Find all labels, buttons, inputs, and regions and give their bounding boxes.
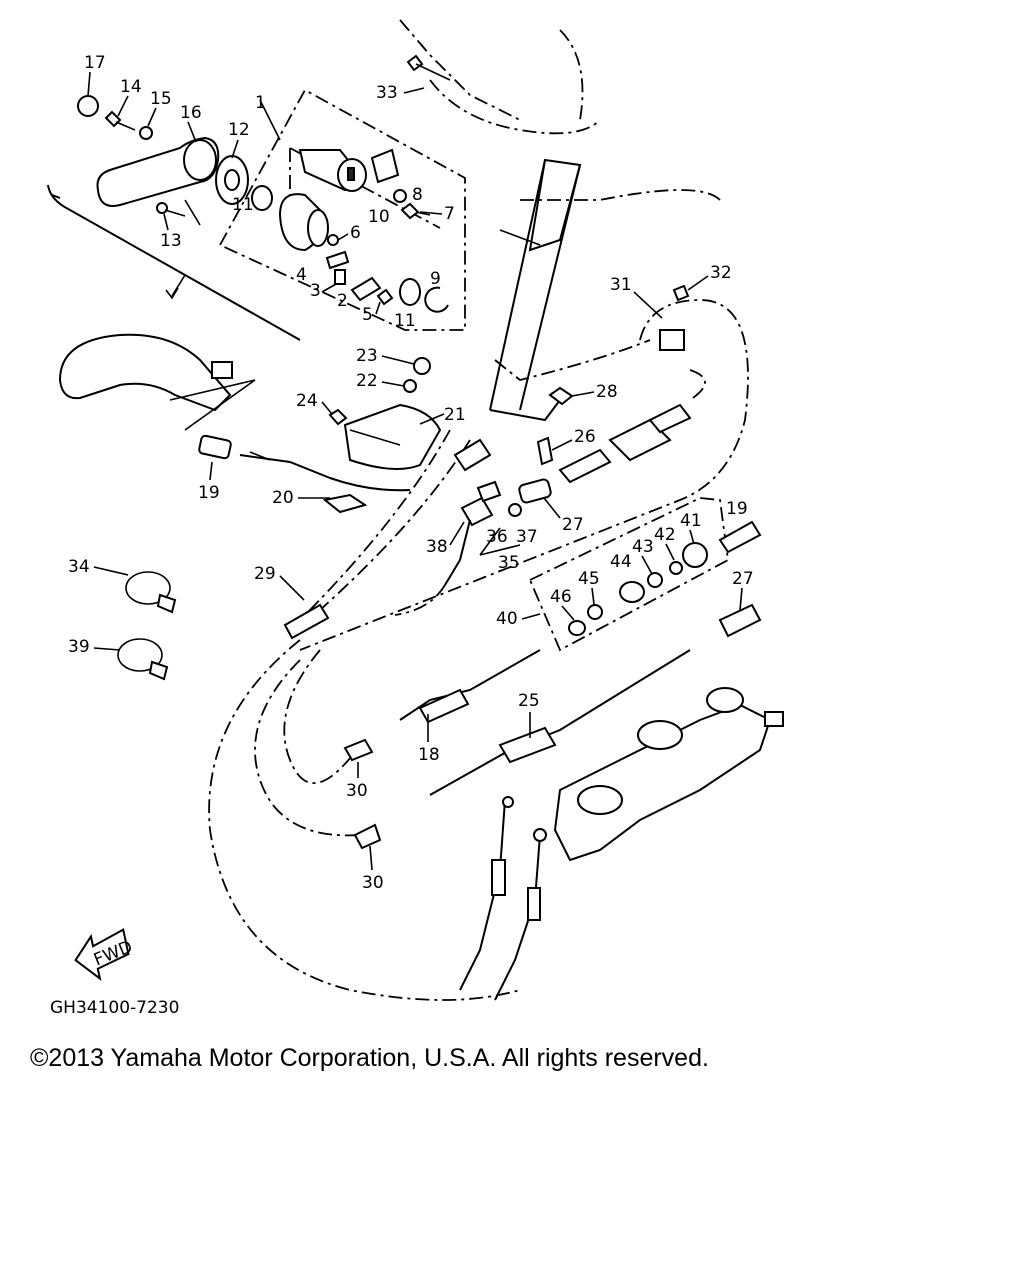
screw-32	[672, 284, 690, 302]
callout-36: 36	[486, 527, 508, 547]
handlebar-hood-outline	[47, 184, 301, 341]
callout-18: 18	[418, 745, 440, 765]
nut-28	[536, 386, 574, 466]
callout-4: 4	[296, 265, 307, 285]
cable-30-loops	[208, 639, 521, 1001]
callout-12: 12	[228, 120, 250, 140]
callout-19b: 19	[726, 499, 748, 519]
switch-housing	[278, 193, 329, 252]
clamp-34	[125, 571, 177, 614]
callout-29: 29	[254, 564, 276, 584]
callout-14: 14	[120, 77, 142, 97]
callout-44: 44	[610, 552, 632, 572]
fwd-arrow-icon	[74, 928, 130, 981]
callout-37: 37	[516, 527, 538, 547]
cap-27	[518, 478, 552, 504]
washer-part	[139, 126, 153, 140]
callout-24: 24	[296, 391, 318, 411]
bolt-33	[406, 54, 451, 81]
fwd-label: FWD	[91, 937, 135, 970]
cable-29	[283, 429, 492, 640]
callout-26: 26	[574, 427, 596, 447]
callout-33: 33	[376, 83, 398, 103]
callout-8: 8	[412, 185, 423, 205]
callout-39: 39	[68, 637, 90, 657]
callout-10: 10	[368, 207, 390, 227]
clip-part	[322, 493, 368, 514]
callout-30a: 30	[346, 781, 368, 801]
throttle-body	[553, 687, 784, 862]
cap-part	[77, 95, 99, 117]
parts-diagram: FWD GH34100-7230 17 14 15 16 1 12 11 13 …	[47, 19, 784, 1018]
diagram-code: GH34100-7230	[50, 998, 179, 1018]
callout-1: 1	[255, 93, 266, 113]
callout-27a: 27	[562, 515, 584, 535]
cables-lower	[459, 796, 547, 1001]
callout-3: 3	[310, 281, 321, 301]
cable-connector-26	[558, 403, 692, 484]
callout-5: 5	[362, 305, 373, 325]
callout-23: 23	[356, 346, 378, 366]
callout-20: 20	[272, 488, 294, 508]
cable-18	[399, 649, 541, 724]
callout-22: 22	[356, 371, 378, 391]
callout-32: 32	[710, 263, 732, 283]
callout-17: 17	[84, 53, 106, 73]
callout-34: 34	[68, 557, 90, 577]
steering-column	[399, 19, 721, 422]
parts-41-46	[568, 520, 762, 636]
callout-31: 31	[610, 275, 632, 295]
callout-25: 25	[518, 691, 540, 711]
callout-19a: 19	[198, 483, 220, 503]
bolt-part	[104, 110, 136, 131]
callout-16: 16	[180, 103, 202, 123]
copyright-notice: ©2013 Yamaha Motor Corporation, U.S.A. A…	[30, 1044, 709, 1072]
cable-end-left	[198, 434, 411, 492]
cable-25	[429, 603, 762, 796]
callout-41: 41	[680, 511, 702, 531]
callout-15: 15	[150, 89, 172, 109]
cable-right-upper	[299, 299, 749, 651]
cable-cover	[343, 403, 442, 470]
left-grip	[58, 333, 256, 431]
fitting-35	[394, 480, 522, 616]
callout-35: 35	[498, 553, 520, 573]
callout-11b: 11	[394, 311, 416, 331]
callout-2: 2	[337, 291, 348, 311]
callout-40: 40	[496, 609, 518, 629]
plate-part	[215, 155, 249, 205]
callout-28: 28	[596, 382, 618, 402]
callout-27b: 27	[732, 569, 754, 589]
callout-13: 13	[160, 231, 182, 251]
callout-46: 46	[550, 587, 572, 607]
box-40	[528, 497, 729, 652]
callout-30b: 30	[362, 873, 384, 893]
screw-part	[156, 202, 186, 217]
throttle-lever	[96, 136, 220, 226]
callout-6: 6	[350, 223, 361, 243]
callout-38: 38	[426, 537, 448, 557]
callout-7: 7	[444, 204, 455, 224]
callout-21: 21	[444, 405, 466, 425]
switch-body	[298, 149, 367, 192]
callout-43: 43	[632, 537, 654, 557]
bushing-part	[251, 185, 273, 211]
callout-labels: 17 14 15 16 1 12 11 13 6 8 10 7 4 3 2 9 …	[68, 53, 754, 893]
callout-45: 45	[578, 569, 600, 589]
arrow-down-icon	[165, 274, 186, 300]
callout-9: 9	[430, 269, 441, 289]
clamp-39	[117, 638, 169, 681]
callout-11a: 11	[232, 195, 254, 215]
callout-42: 42	[654, 525, 676, 545]
